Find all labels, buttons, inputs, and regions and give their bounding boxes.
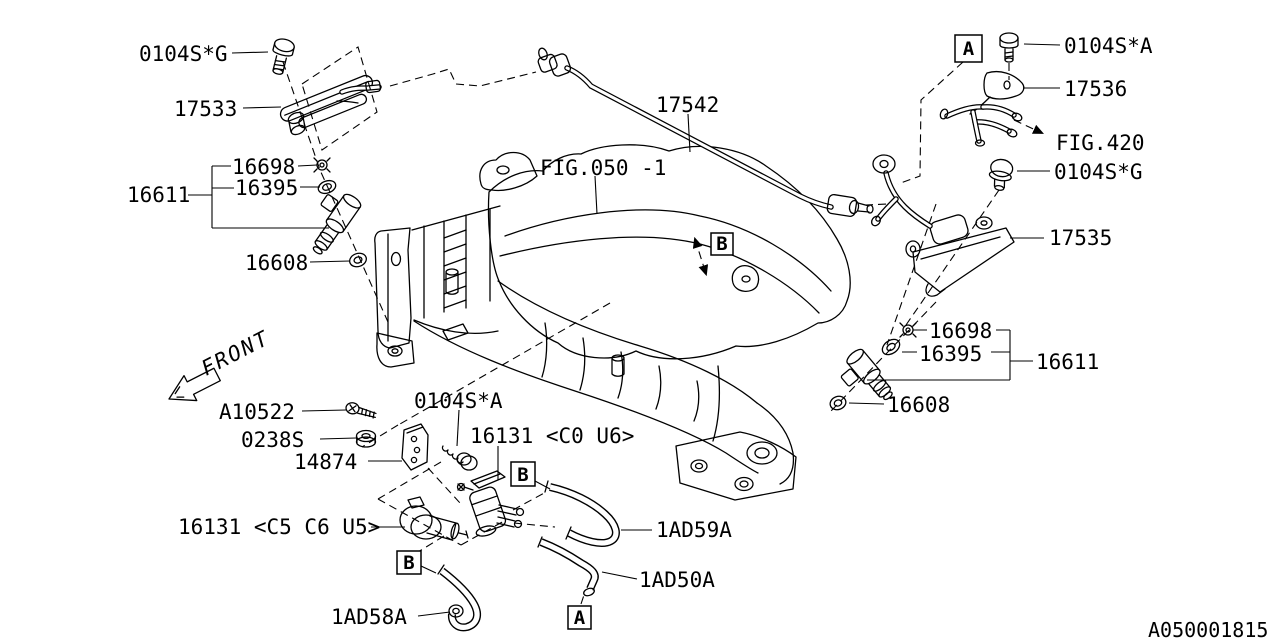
stay-17536-drawing (939, 70, 1025, 147)
insulator-16395-right-drawing (881, 338, 901, 356)
intake-manifold-drawing (374, 144, 851, 501)
label-16611-left: 16611 (127, 183, 190, 207)
label-1ad59a: 1AD59A (656, 518, 732, 542)
label-17535: 17535 (1049, 226, 1112, 250)
marker-a-top-letter: A (963, 38, 975, 60)
seal-16608-right-drawing (829, 395, 847, 411)
label-17536: 17536 (1064, 77, 1127, 101)
label-16698-left: 16698 (232, 155, 295, 179)
hose-1ad50a-drawing (537, 536, 599, 597)
label-0104s-g-left: 0104S*G (139, 42, 228, 66)
leader-lines (188, 43, 1061, 617)
label-16131-c0u6: 16131 <C0 U6> (470, 424, 634, 448)
dashed-construction-lines (282, 61, 1044, 605)
label-16698-right: 16698 (929, 319, 992, 343)
bolt-0104s-g-right-drawing (988, 158, 1014, 191)
marker-box-b-valve (510, 461, 536, 487)
marker-box-a-hose (567, 605, 592, 630)
label-a10522: A10522 (219, 400, 295, 424)
protector-17535-drawing (870, 154, 1015, 297)
label-16608-right: 16608 (887, 393, 950, 417)
screw-a10522-drawing (345, 402, 377, 419)
front-arrow-icon (168, 367, 221, 402)
label-17533: 17533 (174, 97, 237, 121)
bolt-0104s-a-mid-drawing (441, 445, 478, 471)
marker-b-valve-letter: B (517, 464, 528, 486)
label-0238s: 0238S (241, 428, 304, 452)
label-16395-right: 16395 (919, 342, 982, 366)
fuel-injector-right-drawing (840, 348, 893, 401)
label-17542: 17542 (656, 93, 719, 117)
label-0104s-a-top: 0104S*A (1064, 34, 1153, 58)
bolt-0104s-g-left-drawing (272, 38, 295, 75)
label-16131-c5c6u5: 16131 <C5 C6 U5> (178, 515, 380, 539)
seal-16608-left-drawing (349, 252, 367, 268)
front-direction-indicator: FRONT (168, 326, 274, 402)
fuel-injector-left-drawing (312, 193, 362, 255)
part-labels: 0104S*G 17533 16698 16395 16611 16608 17… (127, 34, 1153, 629)
label-1ad50a: 1AD50A (639, 568, 715, 592)
marker-box-b-hose (396, 550, 422, 575)
marker-b-manifold-letter: B (716, 233, 727, 255)
hose-1ad58a-drawing (437, 564, 482, 632)
fuel-pipe-17542-drawing (537, 47, 874, 217)
marker-a-hose-letter: A (574, 607, 586, 629)
label-16611-right: 16611 (1036, 350, 1099, 374)
label-0104s-a-mid: 0104S*A (414, 389, 503, 413)
bolt-0104s-a-top-drawing (999, 32, 1019, 63)
valve-16131-c5c6u5-drawing (399, 496, 469, 541)
nut-0238s-drawing (355, 429, 377, 448)
label-0104s-g-right: 0104S*G (1054, 160, 1143, 184)
label-fig-420: FIG.420 (1056, 131, 1145, 155)
label-16608-left: 16608 (245, 251, 308, 275)
hose-1ad59a-drawing (544, 480, 620, 547)
front-label: FRONT (197, 326, 273, 381)
label-16395-left: 16395 (235, 176, 298, 200)
marker-box-a-top (954, 34, 983, 63)
fuel-pipe-17533-drawing (279, 74, 382, 136)
document-id: A050001815 (1148, 618, 1268, 640)
label-fig-050-1: FIG.050 -1 (540, 156, 666, 180)
marker-b-hose-letter: B (403, 552, 414, 574)
label-1ad58a: 1AD58A (331, 605, 407, 629)
valve-16131-c0u6-drawing (456, 470, 525, 537)
bracket-14874-drawing (401, 423, 429, 471)
marker-box-b-manifold (710, 232, 734, 256)
fuel-pipe-17533-outline-box (301, 46, 378, 151)
insulator-16395-left-drawing (317, 179, 337, 195)
label-14874: 14874 (294, 450, 357, 474)
